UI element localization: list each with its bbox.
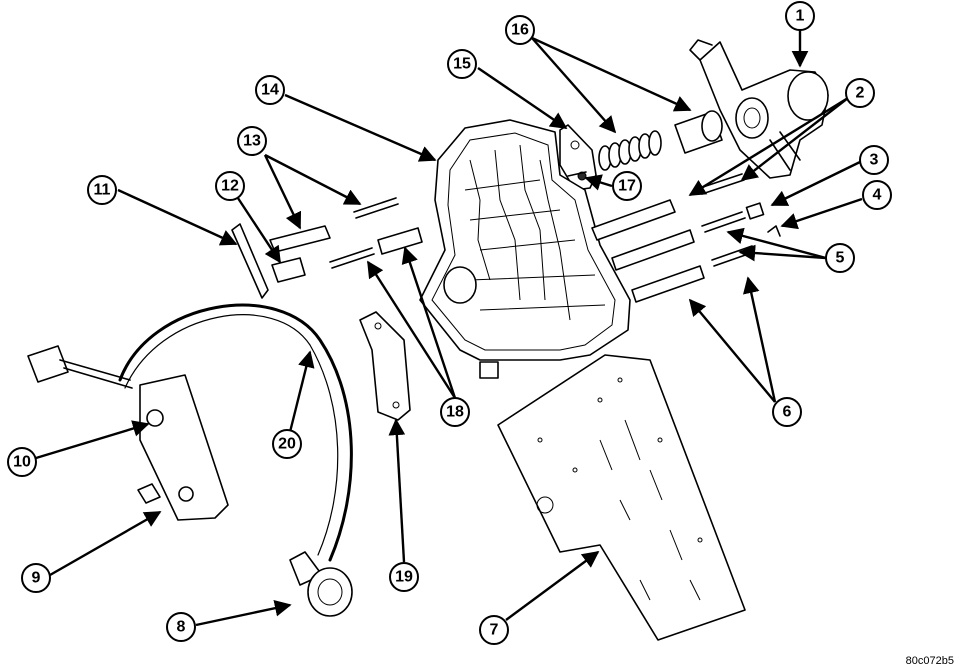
svg-text:2: 2 bbox=[856, 85, 865, 102]
valve-body bbox=[419, 119, 631, 379]
callout-20: 20 bbox=[272, 429, 302, 459]
callout-2: 2 bbox=[845, 78, 875, 108]
retainer-plate bbox=[359, 311, 411, 421]
valves-and-springs-left bbox=[269, 197, 423, 283]
svg-text:19: 19 bbox=[395, 569, 413, 586]
wiring-harness bbox=[118, 303, 353, 562]
figure-code: 80c072b5 bbox=[905, 655, 954, 667]
svg-text:4: 4 bbox=[873, 187, 882, 204]
svg-text:9: 9 bbox=[32, 570, 41, 587]
svg-text:12: 12 bbox=[221, 178, 239, 195]
svg-text:11: 11 bbox=[94, 182, 111, 199]
svg-text:3: 3 bbox=[870, 152, 879, 169]
callout-7: 7 bbox=[479, 615, 509, 645]
separator-plate bbox=[497, 354, 746, 641]
svg-text:20: 20 bbox=[278, 436, 296, 453]
svg-text:14: 14 bbox=[261, 82, 279, 99]
solenoid-assembly bbox=[689, 39, 829, 179]
callout-16: 16 bbox=[505, 15, 535, 45]
callout-19: 19 bbox=[389, 562, 419, 592]
svg-text:5: 5 bbox=[836, 250, 845, 267]
callout-14: 14 bbox=[255, 75, 285, 105]
callout-9: 9 bbox=[21, 563, 51, 593]
callout-12: 12 bbox=[215, 171, 245, 201]
svg-text:18: 18 bbox=[446, 404, 464, 421]
leader-lines bbox=[35, 30, 863, 627]
harness-round-connector bbox=[289, 551, 353, 617]
svg-text:7: 7 bbox=[490, 622, 499, 639]
svg-text:17: 17 bbox=[618, 178, 636, 195]
valves-and-springs-right bbox=[591, 173, 781, 303]
callout-11: 11 bbox=[87, 175, 117, 205]
svg-text:6: 6 bbox=[783, 404, 792, 421]
svg-text:16: 16 bbox=[511, 22, 529, 39]
callout-5: 5 bbox=[825, 243, 855, 273]
svg-text:15: 15 bbox=[453, 56, 471, 73]
callout-18: 18 bbox=[440, 397, 470, 427]
callout-3: 3 bbox=[859, 145, 889, 175]
callout-15: 15 bbox=[447, 49, 477, 79]
callout-13: 13 bbox=[237, 126, 267, 156]
callout-4: 4 bbox=[862, 180, 892, 210]
svg-text:8: 8 bbox=[177, 619, 186, 636]
svg-text:10: 10 bbox=[13, 454, 31, 471]
svg-text:13: 13 bbox=[243, 133, 261, 150]
svg-text:1: 1 bbox=[796, 8, 805, 25]
callout-10: 10 bbox=[7, 447, 37, 477]
callout-6: 6 bbox=[772, 397, 802, 427]
callout-1: 1 bbox=[785, 1, 815, 31]
accumulator-spring-and-piston bbox=[598, 110, 723, 171]
gasket bbox=[231, 223, 269, 299]
callouts: 1 2 3 4 5 6 7 8 9 10 11 12 13 14 15 16 1… bbox=[7, 1, 892, 645]
connector-module bbox=[27, 345, 229, 521]
callout-8: 8 bbox=[166, 612, 196, 642]
callout-17: 17 bbox=[612, 171, 642, 201]
